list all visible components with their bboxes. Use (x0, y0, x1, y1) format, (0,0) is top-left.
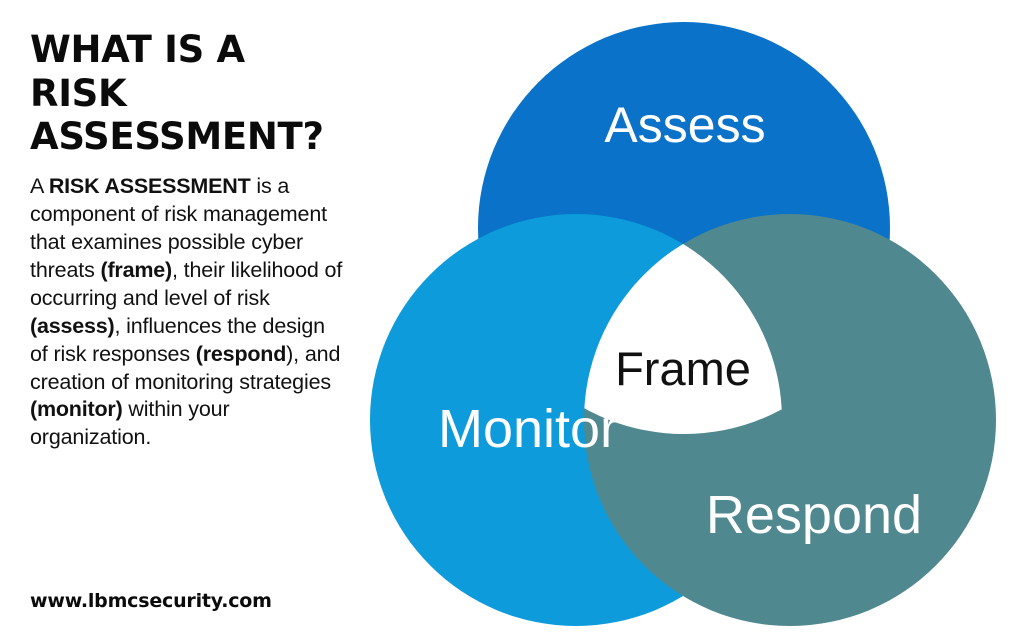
website-url[interactable]: www.lbmcsecurity.com (30, 590, 272, 612)
page-title: WHAT IS A RISK ASSESSMENT? (30, 28, 324, 159)
venn-label-frame: Frame (615, 342, 751, 395)
venn-label-monitor: Monitor (438, 399, 618, 459)
text-panel: WHAT IS A RISK ASSESSMENT? A RISK ASSESS… (30, 28, 360, 612)
venn-label-assess: Assess (604, 97, 765, 153)
venn-intersection-frame[interactable] (584, 214, 996, 626)
venn-diagram: Assess Monitor Respond Frame (370, 0, 1024, 640)
venn-label-respond: Respond (706, 485, 922, 545)
venn-diagram-svg: Assess Monitor Respond Frame (370, 22, 996, 626)
body-paragraph: A RISK ASSESSMENT is a component of risk… (30, 173, 343, 450)
